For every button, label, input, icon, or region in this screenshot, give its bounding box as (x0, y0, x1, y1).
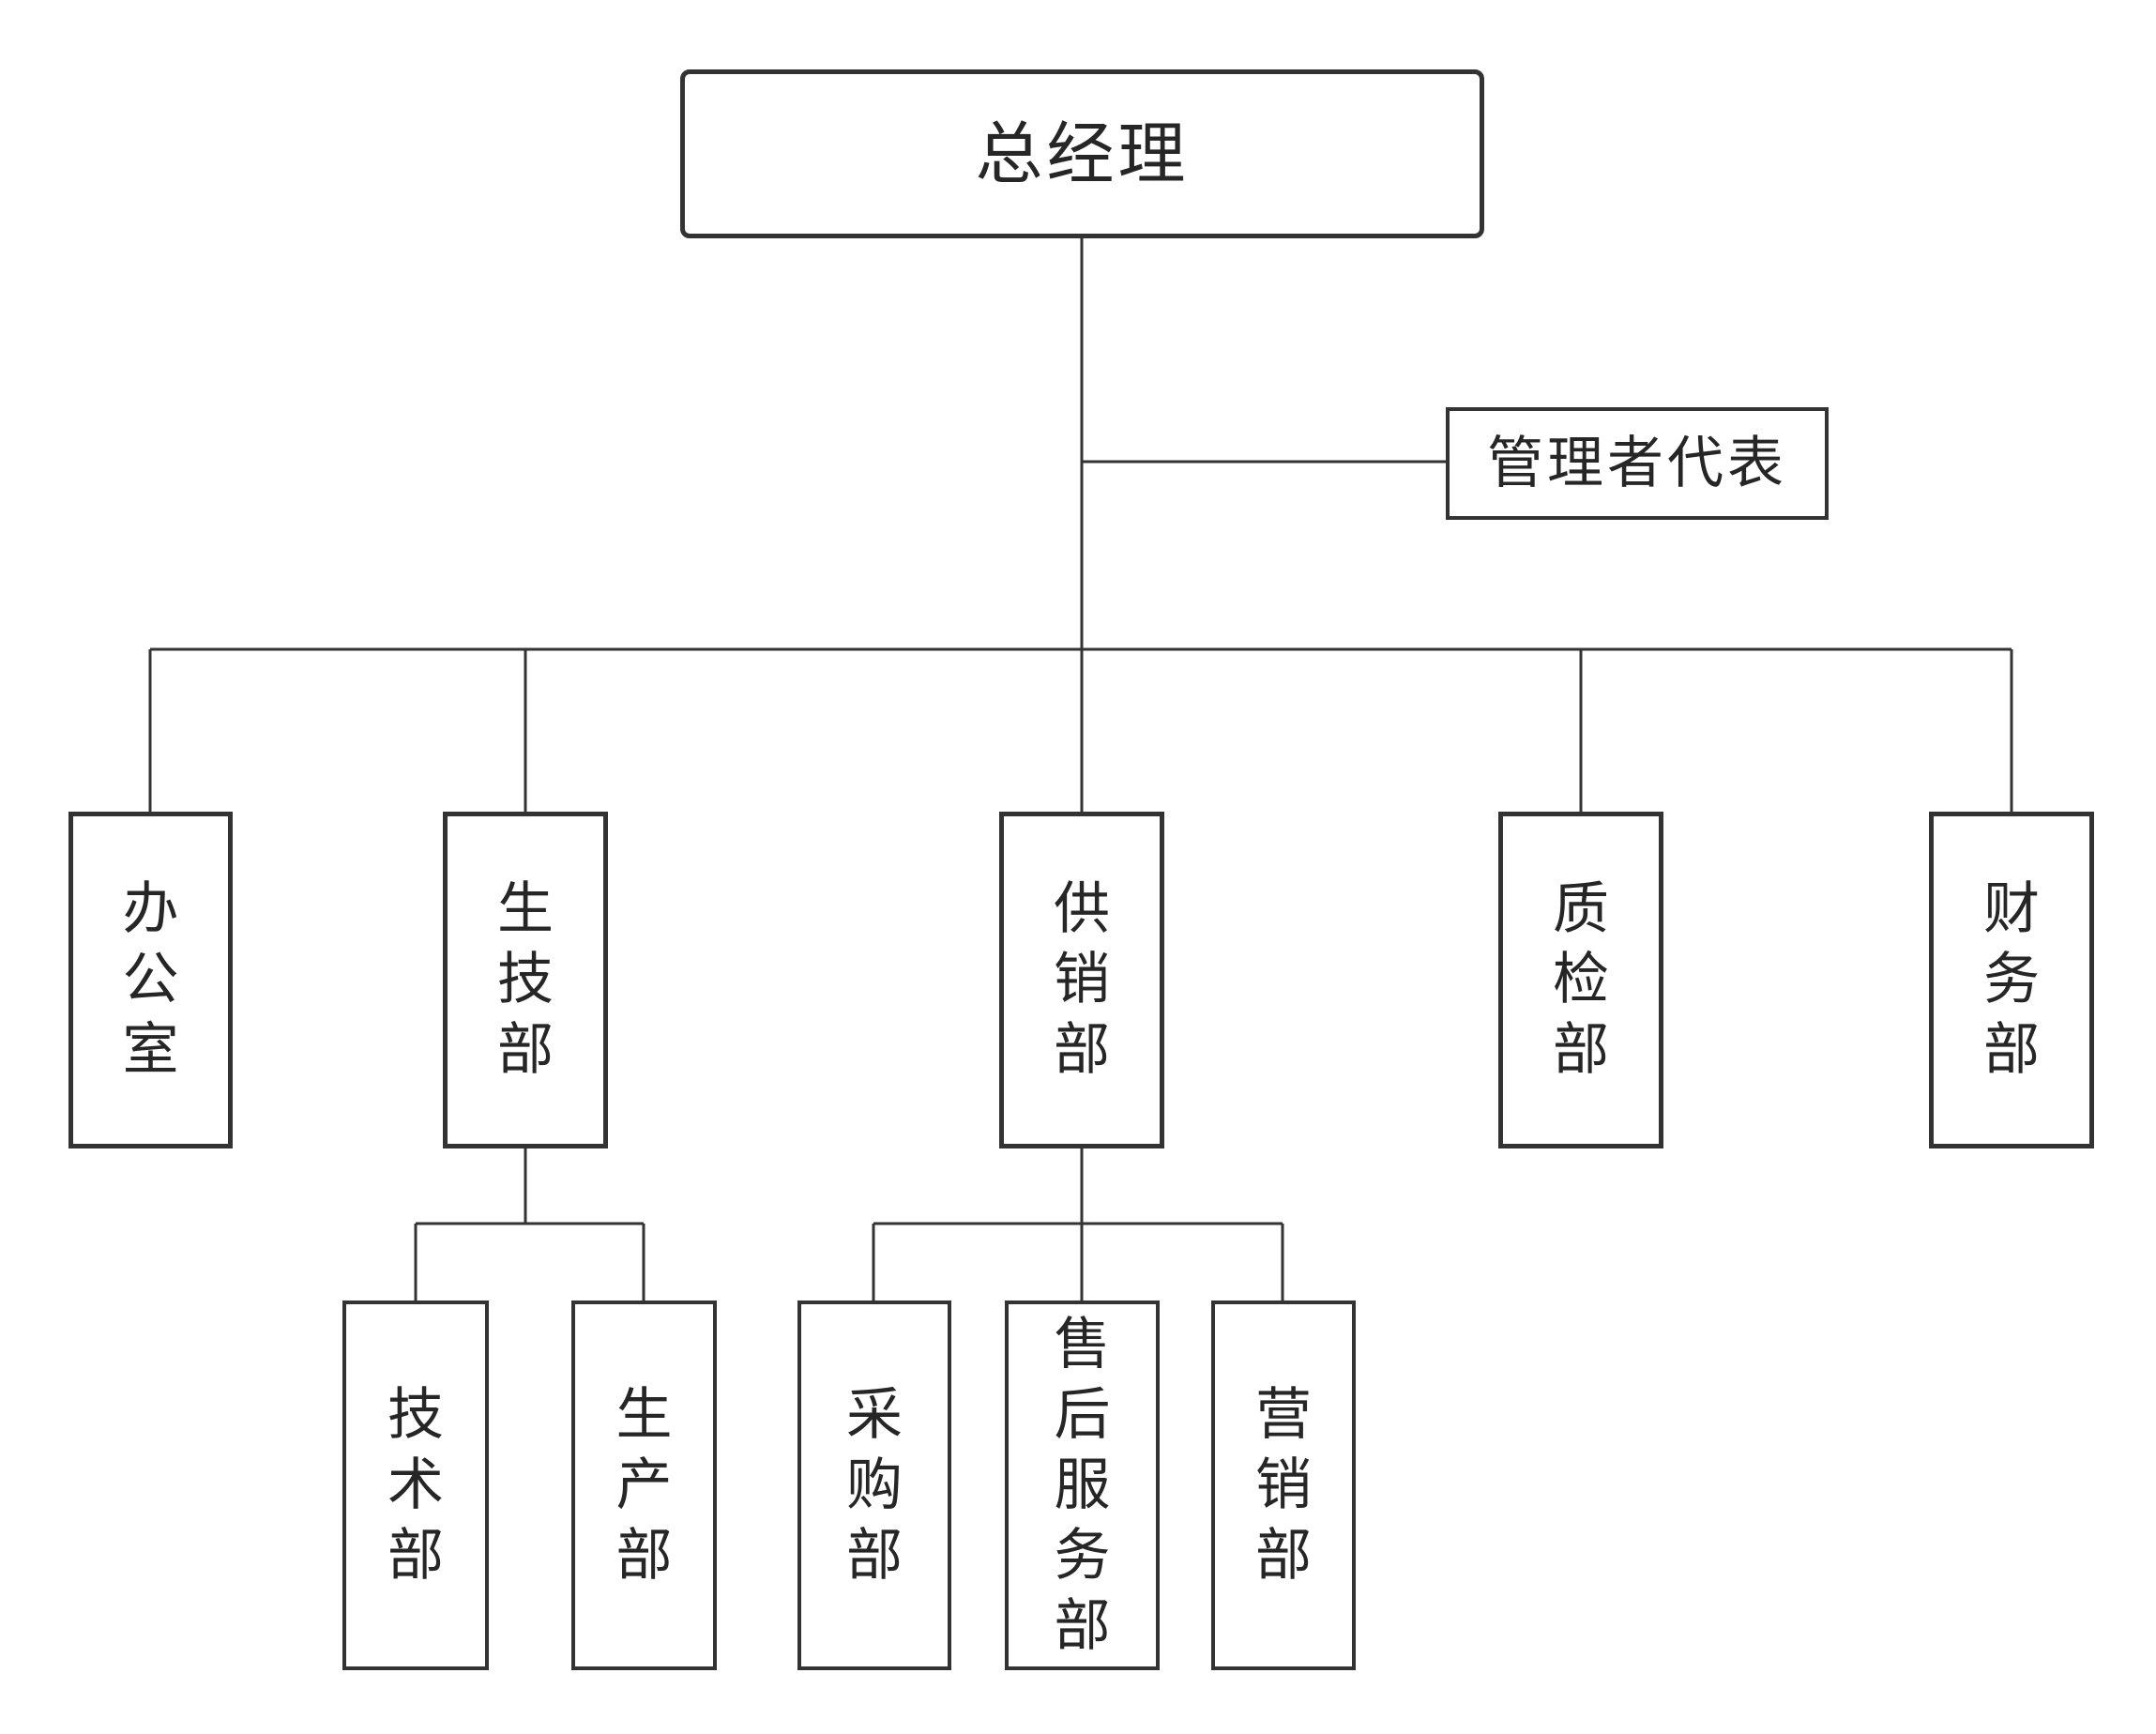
node-purchasing-label: 采购部 (846, 1381, 903, 1589)
node-production-tech-label: 生技部 (497, 876, 554, 1083)
node-management-representative: 管理者代表 (1446, 407, 1829, 520)
node-general-manager-label: 总经理 (975, 114, 1190, 193)
node-production: 生产部 (571, 1300, 717, 1670)
node-purchasing: 采购部 (797, 1300, 951, 1670)
node-quality: 质检部 (1498, 812, 1663, 1148)
node-management-representative-label: 管理者代表 (1487, 431, 1787, 496)
node-finance-label: 财务部 (1983, 876, 2040, 1083)
node-tech-label: 技术部 (387, 1381, 444, 1589)
node-quality-label: 质检部 (1553, 876, 1609, 1083)
node-marketing: 营销部 (1211, 1300, 1356, 1670)
node-after-sales: 售后服务部 (1005, 1300, 1160, 1670)
node-supply-sales: 供销部 (999, 812, 1164, 1148)
node-production-label: 生产部 (615, 1381, 673, 1589)
node-office-label: 办公室 (122, 876, 179, 1083)
node-finance: 财务部 (1929, 812, 2094, 1148)
node-production-tech: 生技部 (443, 812, 608, 1148)
node-general-manager: 总经理 (680, 69, 1484, 238)
node-marketing-label: 营销部 (1255, 1381, 1312, 1589)
node-tech: 技术部 (342, 1300, 489, 1670)
node-office: 办公室 (68, 812, 233, 1148)
node-supply-sales-label: 供销部 (1054, 876, 1110, 1083)
node-after-sales-label: 售后服务部 (1054, 1311, 1111, 1659)
